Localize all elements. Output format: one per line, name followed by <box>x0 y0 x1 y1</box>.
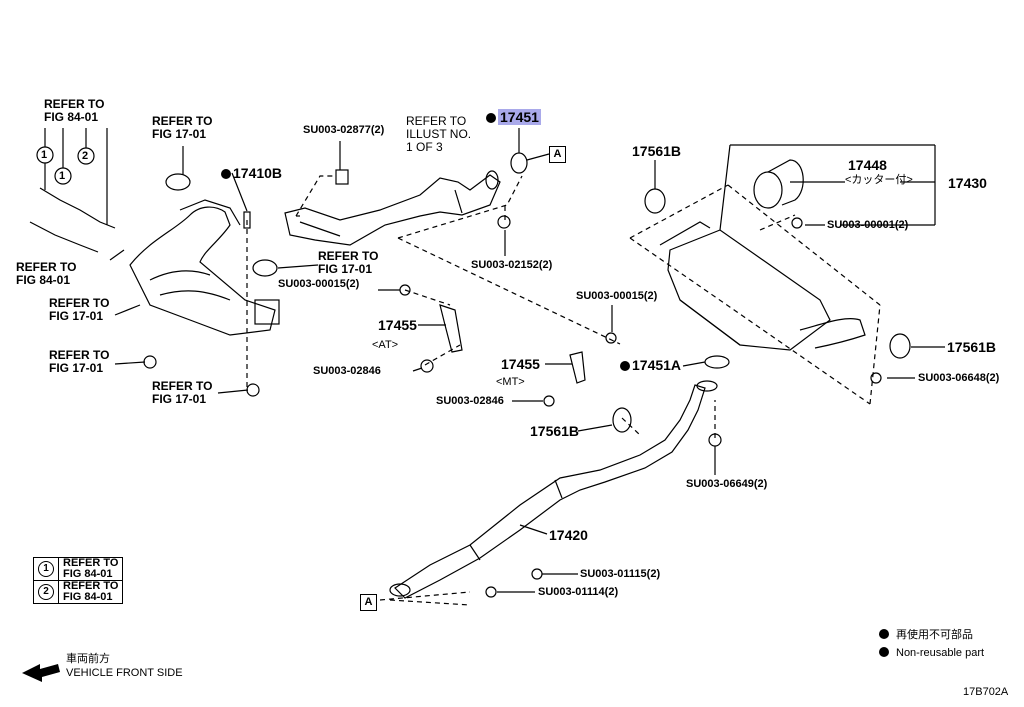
callout-circle <box>36 146 54 164</box>
part-17455-at-label[interactable]: 17455 <box>378 317 417 333</box>
small-parts <box>143 152 911 598</box>
non-reusable-dot-icon <box>879 629 889 639</box>
catalytic-converter-drawing <box>243 170 501 246</box>
non-reusable-key-jp: 再使用不可部品 <box>896 629 973 641</box>
fastener-label[interactable]: SU003-00015(2) <box>576 290 658 302</box>
fastener-label[interactable]: SU003-02846 <box>313 365 381 377</box>
connection-marker-a: A <box>360 594 377 611</box>
ref-label[interactable]: REFER TO FIG 17-01 <box>318 249 379 276</box>
non-reusable-dot-icon <box>221 169 231 179</box>
part-17561b-mid-label[interactable]: 17561B <box>530 423 580 439</box>
non-reusable-key-en: Non-reusable part <box>896 647 985 659</box>
at-variant-note: <AT> <box>372 339 399 351</box>
callout-circle <box>77 147 95 165</box>
ref-label[interactable]: REFER TO FIG 84-01 <box>44 97 105 124</box>
ref-label[interactable]: REFER TO FIG 84-01 <box>16 260 77 287</box>
callout-number: 1 <box>59 170 66 182</box>
callout-number: 1 <box>41 149 48 161</box>
callout-circle <box>54 167 72 185</box>
non-reusable-dot-icon <box>486 113 496 123</box>
sensor-wires <box>29 128 125 261</box>
legend-ref-text[interactable]: REFER TO FIG 84-01 <box>57 557 124 581</box>
non-reusable-dot-icon <box>620 361 630 371</box>
diagram-code: 17B702A <box>963 686 1009 698</box>
reference-legend-table: 1 REFER TO FIG 84-01 2 REFER TO FIG 84-0… <box>33 557 124 604</box>
part-17451a-label[interactable]: 17451A <box>620 358 681 373</box>
label-leaders <box>114 128 945 593</box>
callout-number: 2 <box>82 150 89 162</box>
mt-variant-note: <MT> <box>496 376 525 388</box>
part-17410b-label[interactable]: 17410B <box>221 166 282 181</box>
legend-number: 1 <box>38 561 54 577</box>
ref-label[interactable]: REFER TO FIG 17-01 <box>49 296 110 323</box>
part-17561b-right-label[interactable]: 17561B <box>947 339 997 355</box>
fastener-label[interactable]: SU003-01114(2) <box>538 586 619 598</box>
exhaust-manifold-drawing <box>129 173 280 336</box>
ref-label[interactable]: REFER TO ILLUST NO. 1 OF 3 <box>406 114 472 154</box>
dashed-leaders <box>246 175 881 606</box>
fastener-label[interactable]: SU003-06649(2) <box>686 478 768 490</box>
ref-label[interactable]: REFER TO FIG 17-01 <box>152 114 213 141</box>
muffler-drawing <box>659 159 866 351</box>
ref-label[interactable]: REFER TO FIG 17-01 <box>152 379 213 406</box>
legend-row: 2 REFER TO FIG 84-01 <box>33 580 124 604</box>
fastener-label[interactable]: SU003-02846 <box>436 395 504 407</box>
fastener-label[interactable]: SU003-01115(2) <box>580 568 661 580</box>
part-17561b-label[interactable]: 17561B <box>632 143 682 159</box>
fastener-label[interactable]: SU003-06648(2) <box>918 372 1000 384</box>
front-direction-en: VEHICLE FRONT SIDE <box>66 667 183 679</box>
part-17448-note: <カッター付> <box>845 174 913 186</box>
part-17420-label[interactable]: 17420 <box>549 527 588 543</box>
fastener-label[interactable]: SU003-02152(2) <box>471 259 553 271</box>
front-arrow-icon <box>22 664 60 682</box>
part-17448-label[interactable]: 17448 <box>848 157 887 173</box>
legend-number: 2 <box>38 584 54 600</box>
connection-marker-a: A <box>549 146 566 163</box>
fastener-label[interactable]: SU003-02877(2) <box>303 124 385 136</box>
ref-label[interactable]: REFER TO FIG 17-01 <box>49 348 110 375</box>
fastener-label[interactable]: SU003-00001(2) <box>827 219 909 231</box>
part-17451-label[interactable]: 17451 <box>486 109 541 125</box>
legend-ref-text[interactable]: REFER TO FIG 84-01 <box>57 580 124 604</box>
non-reusable-dot-icon <box>879 647 889 657</box>
fastener-label[interactable]: SU003-00015(2) <box>278 278 360 290</box>
part-17430-label[interactable]: 17430 <box>948 175 987 191</box>
front-direction-jp: 車両前方 <box>66 653 110 665</box>
part-17455-mt-label[interactable]: 17455 <box>501 356 540 372</box>
legend-row: 1 REFER TO FIG 84-01 <box>33 557 124 581</box>
center-pipe-drawing <box>389 380 718 599</box>
